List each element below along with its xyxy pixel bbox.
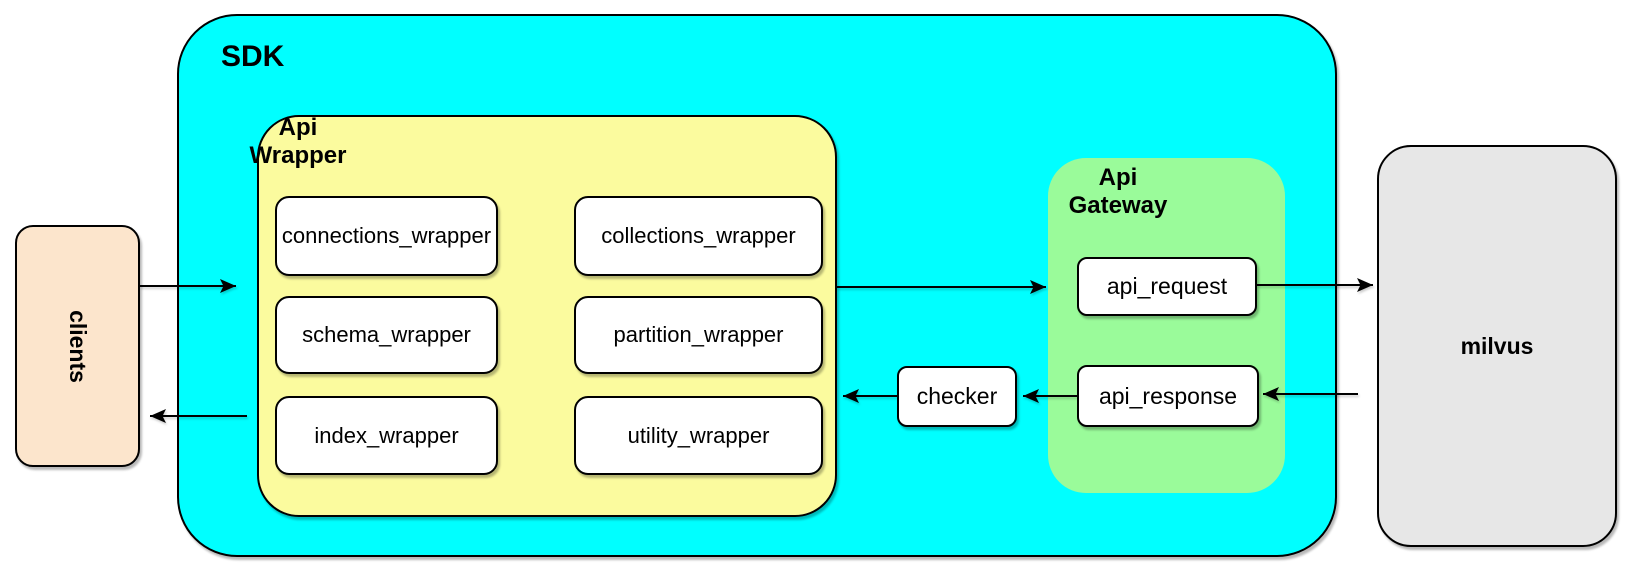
sdk-label: SDK [221, 40, 285, 73]
api-response-label: api_response [1098, 382, 1238, 409]
node-clients: clients [15, 225, 140, 467]
utility-wrapper-label: utility_wrapper [627, 422, 770, 448]
node-checker: checker [897, 366, 1017, 427]
api-request-label: api_request [1106, 273, 1228, 299]
node-api-gateway [1048, 158, 1285, 493]
connections-wrapper-label: connections_wrapper [281, 223, 492, 248]
api-wrapper-label-line2: Wrapper [249, 142, 347, 169]
clients-label: clients [65, 309, 91, 383]
node-collections-wrapper: collections_wrapper [574, 196, 823, 276]
node-milvus: milvus [1377, 145, 1617, 547]
api-gateway-label-line1: Api [1098, 164, 1138, 191]
api-gateway-label: Api Gateway [1058, 164, 1178, 220]
api-wrapper-label: Api Wrapper [238, 114, 358, 170]
milvus-label: milvus [1460, 332, 1534, 359]
checker-label: checker [916, 383, 998, 409]
partition-wrapper-label: partition_wrapper [613, 322, 784, 347]
node-partition-wrapper: partition_wrapper [574, 296, 823, 374]
node-api-request: api_request [1077, 257, 1257, 316]
index-wrapper-label: index_wrapper [314, 422, 459, 448]
api-gateway-label-line2: Gateway [1068, 192, 1168, 219]
node-api-response: api_response [1077, 365, 1259, 427]
schema-wrapper-label: schema_wrapper [302, 322, 471, 347]
node-connections-wrapper: connections_wrapper [275, 196, 498, 276]
node-schema-wrapper: schema_wrapper [275, 296, 498, 374]
node-index-wrapper: index_wrapper [275, 396, 498, 475]
api-wrapper-label-line1: Api [278, 114, 318, 141]
collections-wrapper-label: collections_wrapper [601, 223, 796, 248]
node-utility-wrapper: utility_wrapper [574, 396, 823, 475]
